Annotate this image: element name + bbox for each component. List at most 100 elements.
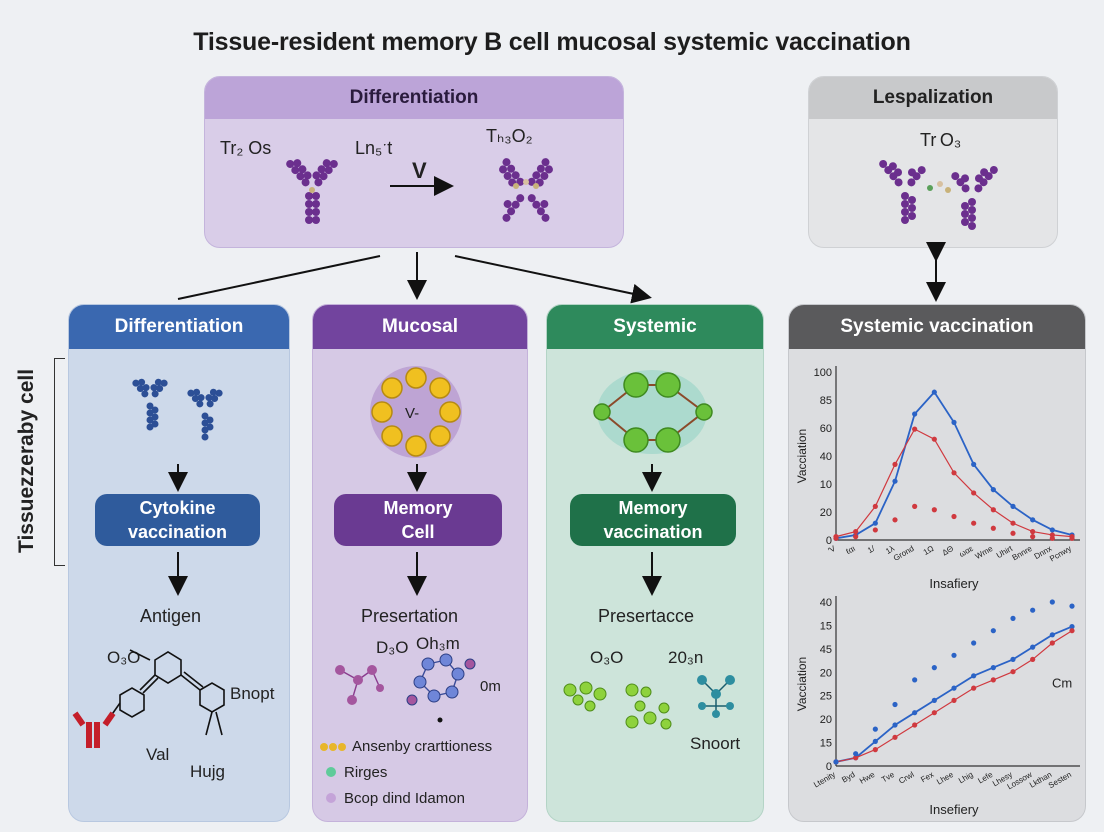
chart1-x-tick: 1/ (866, 544, 877, 556)
chart2-y-tick: 25 (820, 691, 832, 703)
top-lespalization-header: Lespalization (809, 77, 1057, 119)
chart2-series-1-point (931, 710, 937, 716)
memory-vaccination-pill: Memory vaccination (570, 494, 736, 546)
col2-mol-label-1: D₃O (376, 638, 409, 657)
chart2-x-tick: Byd (840, 770, 856, 785)
col3-mol-label-1: O₃O (590, 648, 624, 667)
antibody-icon (286, 158, 998, 230)
memory-cell-pill: Memory Cell (334, 494, 502, 546)
chart2-y-tick: 15 (820, 738, 832, 750)
cytokine-vaccination-pill: Cytokine vaccination (95, 494, 260, 546)
chart1-series-2-point (1030, 534, 1036, 540)
chart1-series-2-point (853, 534, 859, 540)
chart2-x-tick: Sesten (1047, 770, 1073, 790)
chart2-y-tick: 0 (826, 761, 832, 773)
chart2-y-tick: 45 (820, 644, 832, 656)
chart1-x-tick: ℓαι (844, 544, 857, 557)
antigen-label: Antigen (140, 606, 202, 626)
chart2-series-2-point (833, 759, 839, 765)
chart1-x-tick: 1λ (884, 544, 896, 556)
chart1-series-2-point (1049, 535, 1055, 541)
col2-mol-label-3: 0m (480, 678, 501, 695)
chart1-x-tick: ωαε (958, 544, 975, 559)
chart1-y-tick: 20 (820, 507, 832, 519)
col3-mol-label-2: 20₃n (668, 648, 704, 667)
chart2-series-0-line (835, 625, 1073, 763)
chart1-series-2-point (931, 507, 937, 513)
top-lespalization-panel: Lespalization (808, 76, 1058, 248)
top-label-b: Ln₅ˑt (355, 138, 393, 158)
green-molecules (563, 675, 735, 730)
chart2-series-2-point (990, 628, 996, 634)
chart2-series-0-point (951, 685, 957, 691)
chart1-x-tick: Bnnre (1011, 544, 1034, 563)
chart2-x-tick: Hwe (858, 770, 877, 786)
chart1-series-1-point (951, 470, 957, 476)
legend-text-2: Rirges (344, 764, 388, 781)
chart1-series-2-point (872, 527, 878, 533)
col2-mol-label-2: Oh₃m (416, 634, 460, 653)
chart2-series-0-point (931, 697, 937, 704)
chart1-series-0-point (990, 487, 996, 493)
chart1-series-1-point (872, 503, 878, 509)
col1-mol-label-3: Bnopt (230, 684, 275, 703)
chart2-x-label: Insefiery (929, 802, 979, 817)
top-arrow-label: V (412, 158, 427, 183)
chart2-series-0-point (892, 722, 898, 728)
chart1-series-2-point (833, 535, 839, 541)
chart2-series-0-point (971, 673, 977, 679)
chart1-series-1-line (835, 428, 1073, 538)
chart2-x-tick: Lhee (935, 770, 955, 787)
antigen-molecule (107, 649, 225, 736)
chart1-series-2-point (971, 520, 977, 526)
chart1-series-2-point (892, 517, 898, 523)
chart2-series-2-point (853, 751, 859, 757)
connectors (168, 176, 946, 596)
chart2-series-2-point (951, 652, 957, 658)
chart1-x-tick: ′V (827, 544, 838, 556)
top-right-label: Tr O₃ (920, 130, 962, 150)
chart1-x-tick: Ρcnwy (1048, 544, 1073, 564)
legend-dots-yellow-3 (338, 743, 346, 751)
blue-antibody-icon (132, 378, 223, 441)
chart1-series-1-point (892, 461, 898, 467)
chart2-x-tick: Ltenity (812, 770, 837, 790)
chart2-y-tick: 20 (820, 667, 832, 679)
page-title: Tissue-resident memory B cell mucosal sy… (193, 28, 911, 56)
chart1-y-tick: 85 (820, 395, 832, 407)
chart1-y-tick: 10 (820, 479, 832, 491)
chart2-series-1-point (912, 722, 918, 728)
chart1-series-0-point (892, 478, 898, 484)
chart2-series-1-line (835, 630, 1073, 763)
chart2-series-2-point (1049, 599, 1055, 605)
side-bracket (54, 358, 65, 566)
presertation-label: Presertation (361, 606, 459, 626)
chart1-series-0-point (971, 461, 977, 467)
chart2-series-2-point (1069, 603, 1075, 609)
legend-text-3: Bcop dind Idamon (344, 790, 465, 807)
chart1-series-1-point (990, 507, 996, 513)
legend-item-3: Bcop dind Idamon (326, 790, 465, 807)
chart2-series-2-point (892, 701, 898, 708)
chart2-series-1-point (971, 685, 977, 691)
chart2-series-2-point (971, 640, 977, 646)
presertacce-label: Presertacce (598, 606, 695, 626)
top-label-c: Tₕ₃O₂ (486, 126, 533, 146)
chart1-series-1-point (1030, 529, 1036, 535)
chart2-series-1-point (1010, 669, 1016, 675)
chart2-y-tick: 20 (820, 714, 832, 726)
chart1-series-1-point (912, 426, 918, 432)
chart2-series-0-point (1049, 632, 1055, 638)
legend-dot-green (326, 767, 336, 777)
svg-text:V-: V- (405, 405, 419, 422)
chart1-series-0-point (951, 419, 957, 425)
chart2-series-2-point (1010, 615, 1016, 622)
chart2-series-1-point (892, 734, 898, 740)
chart1-y-tick: 60 (820, 423, 832, 435)
chart1-series-1-point (1010, 520, 1016, 526)
col3-mol-label-3: Snoort (690, 734, 741, 753)
chart2-x-tick: Fex (919, 770, 935, 784)
green-cell-cluster-icon (593, 370, 713, 454)
